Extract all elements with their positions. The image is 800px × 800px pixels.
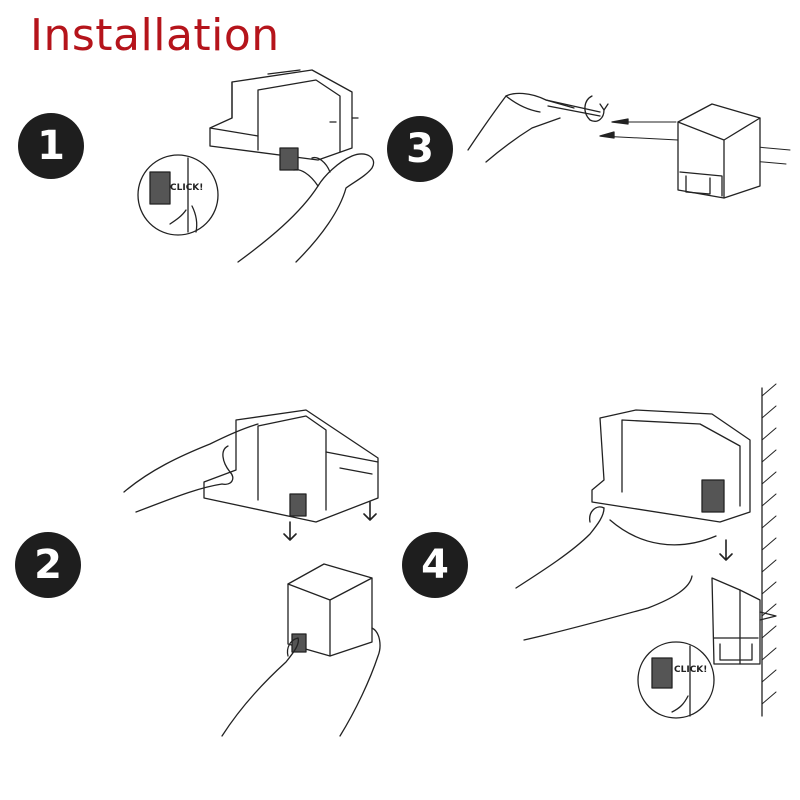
click-label-step-1: CLICK! xyxy=(170,183,203,193)
step-2-mounted-dispenser-illustration xyxy=(287,563,373,657)
step-3-badge: 3 xyxy=(387,116,453,182)
step-4-click-inset: CLICK! xyxy=(637,641,715,719)
step-4-dispenser-illustration xyxy=(591,409,751,546)
step-1-badge: 1 xyxy=(18,113,84,179)
step-2-hand-illustration xyxy=(123,423,259,513)
step-3-dispenser-illustration xyxy=(677,103,761,199)
step-4-wall-bracket xyxy=(711,577,777,665)
step-4-wall xyxy=(761,383,777,717)
step-2-dispenser-illustration xyxy=(203,409,379,523)
step-1-hand-illustration xyxy=(237,153,375,263)
step-4-badge: 4 xyxy=(402,532,468,598)
step-2-badge: 2 xyxy=(15,532,81,598)
rotation-arrow-icon xyxy=(584,95,605,122)
step-1-dispenser-illustration xyxy=(209,69,359,171)
step-4-hand-illustration xyxy=(515,506,693,641)
step-2-hand-lower-illustration xyxy=(221,627,381,737)
step-3-hand-screwdriver-illustration xyxy=(467,92,609,163)
step-4-down-arrow-icon xyxy=(719,539,733,561)
step-1-click-inset: CLICK! xyxy=(137,154,219,236)
step-2-down-arrow-icons xyxy=(283,501,377,541)
click-label-step-4: CLICK! xyxy=(674,665,707,675)
page-title: Installation xyxy=(30,10,280,61)
